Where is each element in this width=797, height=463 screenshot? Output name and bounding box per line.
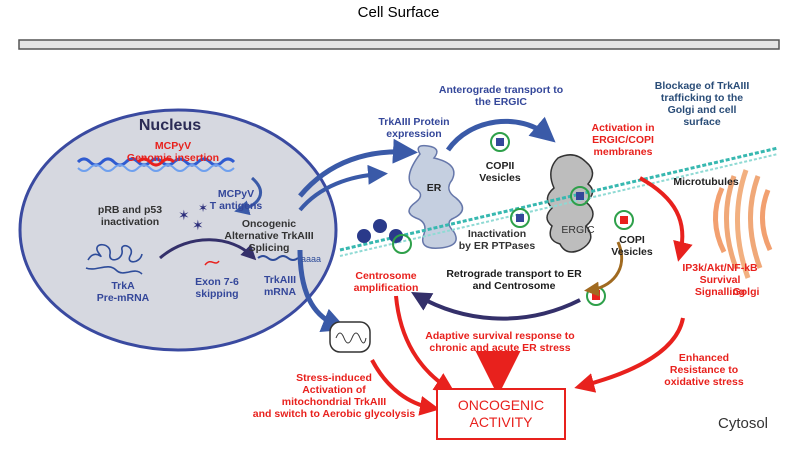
vesicle-er-cluster [357,219,412,254]
ergic-label: ERGIC [561,224,595,236]
inactivation-label: Inactivation by ER PTPases [458,228,536,252]
anterograde-label: Anterograde transport to the ERGIC [438,84,564,108]
trka-premrna-label: TrkA Pre-mRNA [96,280,150,304]
activation-ergic-label: Activation in ERGIC/COPI membranes [591,122,655,158]
copi-vesicles-label: COPI Vesicles [611,234,653,258]
retrograde-label: Retrograde transport to ER and Centrosom… [446,268,582,292]
stress-induced-label: Stress-induced Activation of mitochondri… [252,372,416,420]
oncogenic-activity-box: ONCOGENIC ACTIVITY [436,388,566,440]
oncogenic-splicing-label: Oncogenic Alternative TrkAIII Splicing [224,218,314,254]
microtubules-label: Microtubules [673,176,739,188]
svg-text:✶: ✶ [192,218,204,234]
mitochondrion [329,321,371,353]
vesicle-copi [614,210,634,230]
vesicle-inactivation [510,208,530,228]
cell-surface-membrane [18,39,780,50]
polya-tail-label: aaaa [300,254,322,264]
svg-text:✶: ✶ [178,208,190,224]
vesicle-ergic [570,186,590,206]
golgi-label: Golgi [732,286,760,298]
exon-skipping-label: Exon 7-6 skipping [195,276,239,300]
copii-vesicles-label: COPII Vesicles [479,160,521,184]
golgi [712,169,773,279]
cytosol-label: Cytosol [717,415,769,432]
vesicle-copii [490,132,510,152]
cell-surface-title: Cell Surface [357,4,440,21]
nucleus-title: Nucleus [138,117,202,134]
er-label: ER [426,182,442,194]
svg-text:✶: ✶ [198,201,208,215]
er-shape [408,144,464,249]
t-antigens-label: MCPyV T antigens [209,188,263,212]
protein-expression-label: TrkAIII Protein expression [378,116,450,140]
nucleus: ✶ ✶ ✶ [18,108,338,352]
prb-p53-label: pRB and p53 inactivation [97,204,163,228]
survival-signalling-label: IP3k/Akt/NF-kB Survival Signalling [682,262,758,298]
genomic-insertion-label: MCPyV Genomic insertion [126,140,220,164]
blockage-label: Blockage of TrkAIII trafficking to the G… [654,80,750,128]
trkaiii-mrna-label: TrkAIII mRNA [263,274,297,298]
enhanced-resistance-label: Enhanced Resistance to oxidative stress [664,352,744,388]
centrosome-amplification-label: Centrosome amplification [353,270,419,294]
adaptive-survival-label: Adaptive survival response to chronic an… [425,330,575,354]
microtubules [339,146,779,257]
